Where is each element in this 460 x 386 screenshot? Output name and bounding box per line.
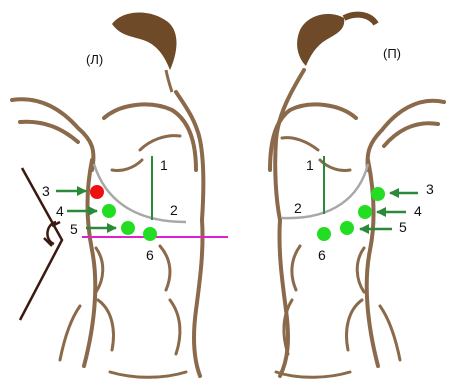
left-marker-green <box>102 204 116 218</box>
left-label-4: 4 <box>56 203 64 219</box>
right-label-6: 6 <box>318 247 326 263</box>
left-marker-green <box>143 227 157 241</box>
left-label-1: 1 <box>160 157 168 173</box>
right-body-outline <box>270 70 444 377</box>
right-label-4: 4 <box>414 203 422 219</box>
left-label-5: 5 <box>70 221 78 237</box>
right-hair-top <box>344 15 376 24</box>
right-hair <box>297 14 344 66</box>
left-label-6: 6 <box>146 247 154 263</box>
left-hair-strand <box>166 70 172 92</box>
left-hair <box>112 12 177 70</box>
right-label-2: 2 <box>294 200 302 216</box>
right-marker-green <box>358 205 372 219</box>
left-label-3: 3 <box>42 183 50 199</box>
right-label-3: 3 <box>426 181 434 197</box>
left-marker-red <box>90 185 104 199</box>
left-figure: (Л) 1 2 3 4 5 6 <box>12 12 228 377</box>
left-label-2: 2 <box>170 202 178 218</box>
left-body-outline <box>12 92 203 377</box>
right-figure: (П) 1 2 3 4 5 6 <box>270 14 444 377</box>
right-label-1: 1 <box>306 157 314 173</box>
right-marker-green <box>371 187 385 201</box>
right-marker-green <box>317 227 331 241</box>
right-view-header: (П) <box>383 46 401 61</box>
left-side-line <box>20 168 62 320</box>
left-view-header: (Л) <box>86 52 103 67</box>
right-marker-green <box>340 221 354 235</box>
right-label-5: 5 <box>399 219 407 235</box>
left-marker-green <box>121 221 135 235</box>
